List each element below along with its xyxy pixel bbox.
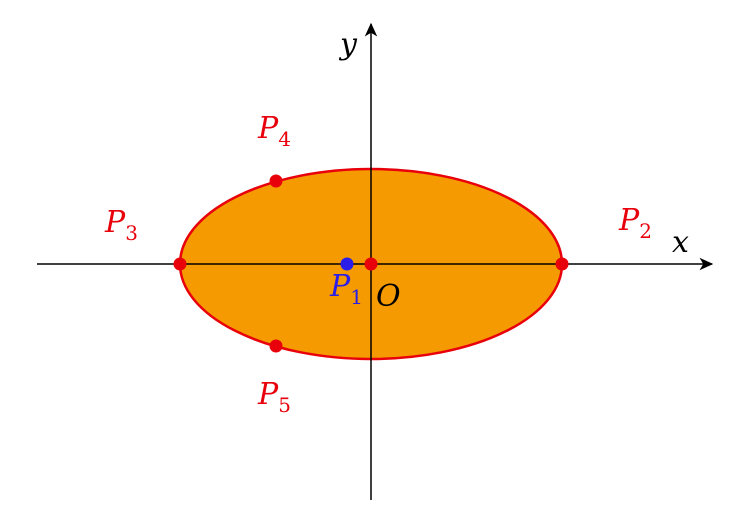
point-p2-marker: [555, 257, 569, 271]
y-axis-label: y: [338, 27, 358, 62]
point-p4-marker: [269, 174, 283, 188]
point-p5-marker: [269, 339, 283, 353]
point-p1-label: P1: [329, 269, 363, 309]
point-p5-label: P5: [257, 377, 291, 417]
point-p3-marker: [173, 257, 187, 271]
point-p1-marker: [340, 257, 354, 271]
origin-label: O: [376, 279, 401, 314]
point-origin-marker: [364, 257, 378, 271]
point-p4-label: P4: [257, 111, 291, 151]
x-axis-label: x: [672, 225, 689, 260]
point-p2-label: P2: [618, 203, 652, 243]
point-p3-label: P3: [104, 205, 138, 245]
